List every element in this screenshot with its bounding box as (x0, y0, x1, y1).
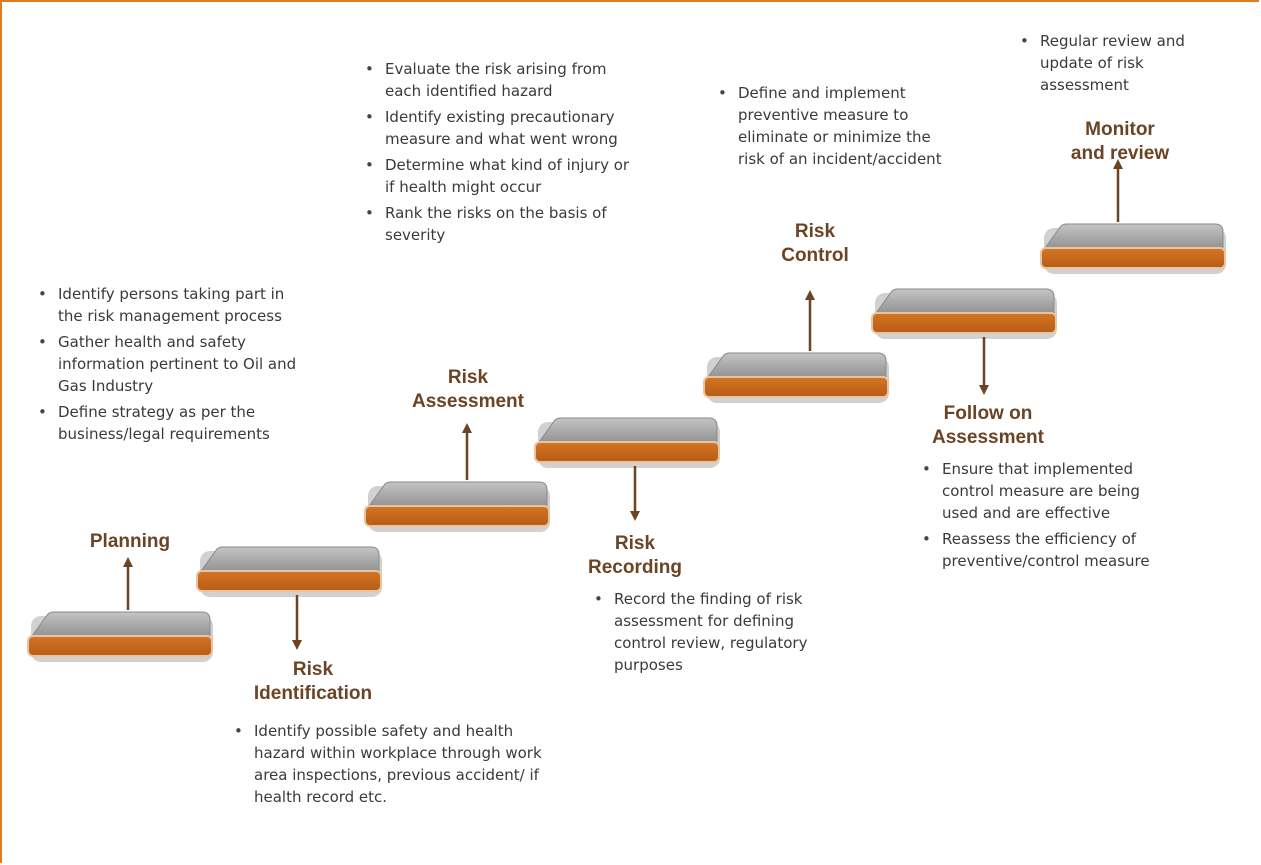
list-item: Determine what kind of injury or if heal… (363, 154, 643, 198)
list-item: Define and implement preventive measure … (716, 82, 946, 170)
risk-identification-title: Risk Identification (218, 658, 408, 706)
title-line: Assessment (932, 427, 1044, 448)
title-line: Control (781, 245, 849, 266)
risk-recording-title: Risk Recording (555, 532, 715, 580)
list-item: Record the finding of risk assessment fo… (592, 588, 827, 676)
step-monitor-review (1040, 223, 1226, 274)
step-follow-on-assessment (871, 288, 1057, 339)
title-line: Identification (253, 683, 373, 704)
list-item: Rank the risks on the basis of severity (363, 202, 643, 246)
list-item: Regular review and update of risk assess… (1018, 30, 1213, 96)
list-item: Evaluate the risk arising from each iden… (363, 58, 643, 102)
planning-title: Planning (60, 530, 200, 554)
title-line: and review (1070, 143, 1170, 164)
risk-recording-bullets: Record the finding of risk assessment fo… (592, 588, 827, 680)
title-line: Risk (292, 659, 334, 680)
monitor-review-bullets: Regular review and update of risk assess… (1018, 30, 1213, 100)
title-line: Risk (447, 367, 489, 388)
monitor-review-title: Monitor and review (1050, 118, 1190, 166)
step-risk-assessment (364, 481, 550, 532)
title-line: Recording (588, 557, 682, 578)
risk-identification-bullets: Identify possible safety and health haza… (232, 720, 562, 812)
follow-on-assessment-bullets: Ensure that implemented control measure … (920, 458, 1175, 576)
step-risk-recording (534, 417, 720, 468)
title-line: Risk (794, 221, 836, 242)
list-item: Gather health and safety information per… (36, 331, 304, 397)
planning-bullets: Identify persons taking part in the risk… (36, 283, 304, 449)
risk-control-bullets: Define and implement preventive measure … (716, 82, 946, 174)
title-line: Follow on (943, 403, 1033, 424)
title-line: Planning (89, 531, 171, 552)
list-item: Define strategy as per the business/lega… (36, 401, 304, 445)
step-planning (27, 611, 213, 662)
risk-assessment-title: Risk Assessment (378, 366, 558, 414)
title-line: Risk (614, 533, 656, 554)
title-line: Monitor (1085, 119, 1155, 140)
risk-assessment-bullets: Evaluate the risk arising from each iden… (363, 58, 643, 250)
list-item: Identify persons taking part in the risk… (36, 283, 304, 327)
risk-control-title: Risk Control (735, 220, 895, 268)
list-item: Ensure that implemented control measure … (920, 458, 1175, 524)
list-item: Reassess the efficiency of preventive/co… (920, 528, 1175, 572)
step-risk-identification (196, 546, 382, 597)
title-line: Assessment (412, 391, 524, 412)
step-risk-control (703, 352, 889, 403)
follow-on-assessment-title: Follow on Assessment (898, 402, 1078, 450)
list-item: Identify possible safety and health haza… (232, 720, 562, 808)
list-item: Identify existing precautionary measure … (363, 106, 643, 150)
